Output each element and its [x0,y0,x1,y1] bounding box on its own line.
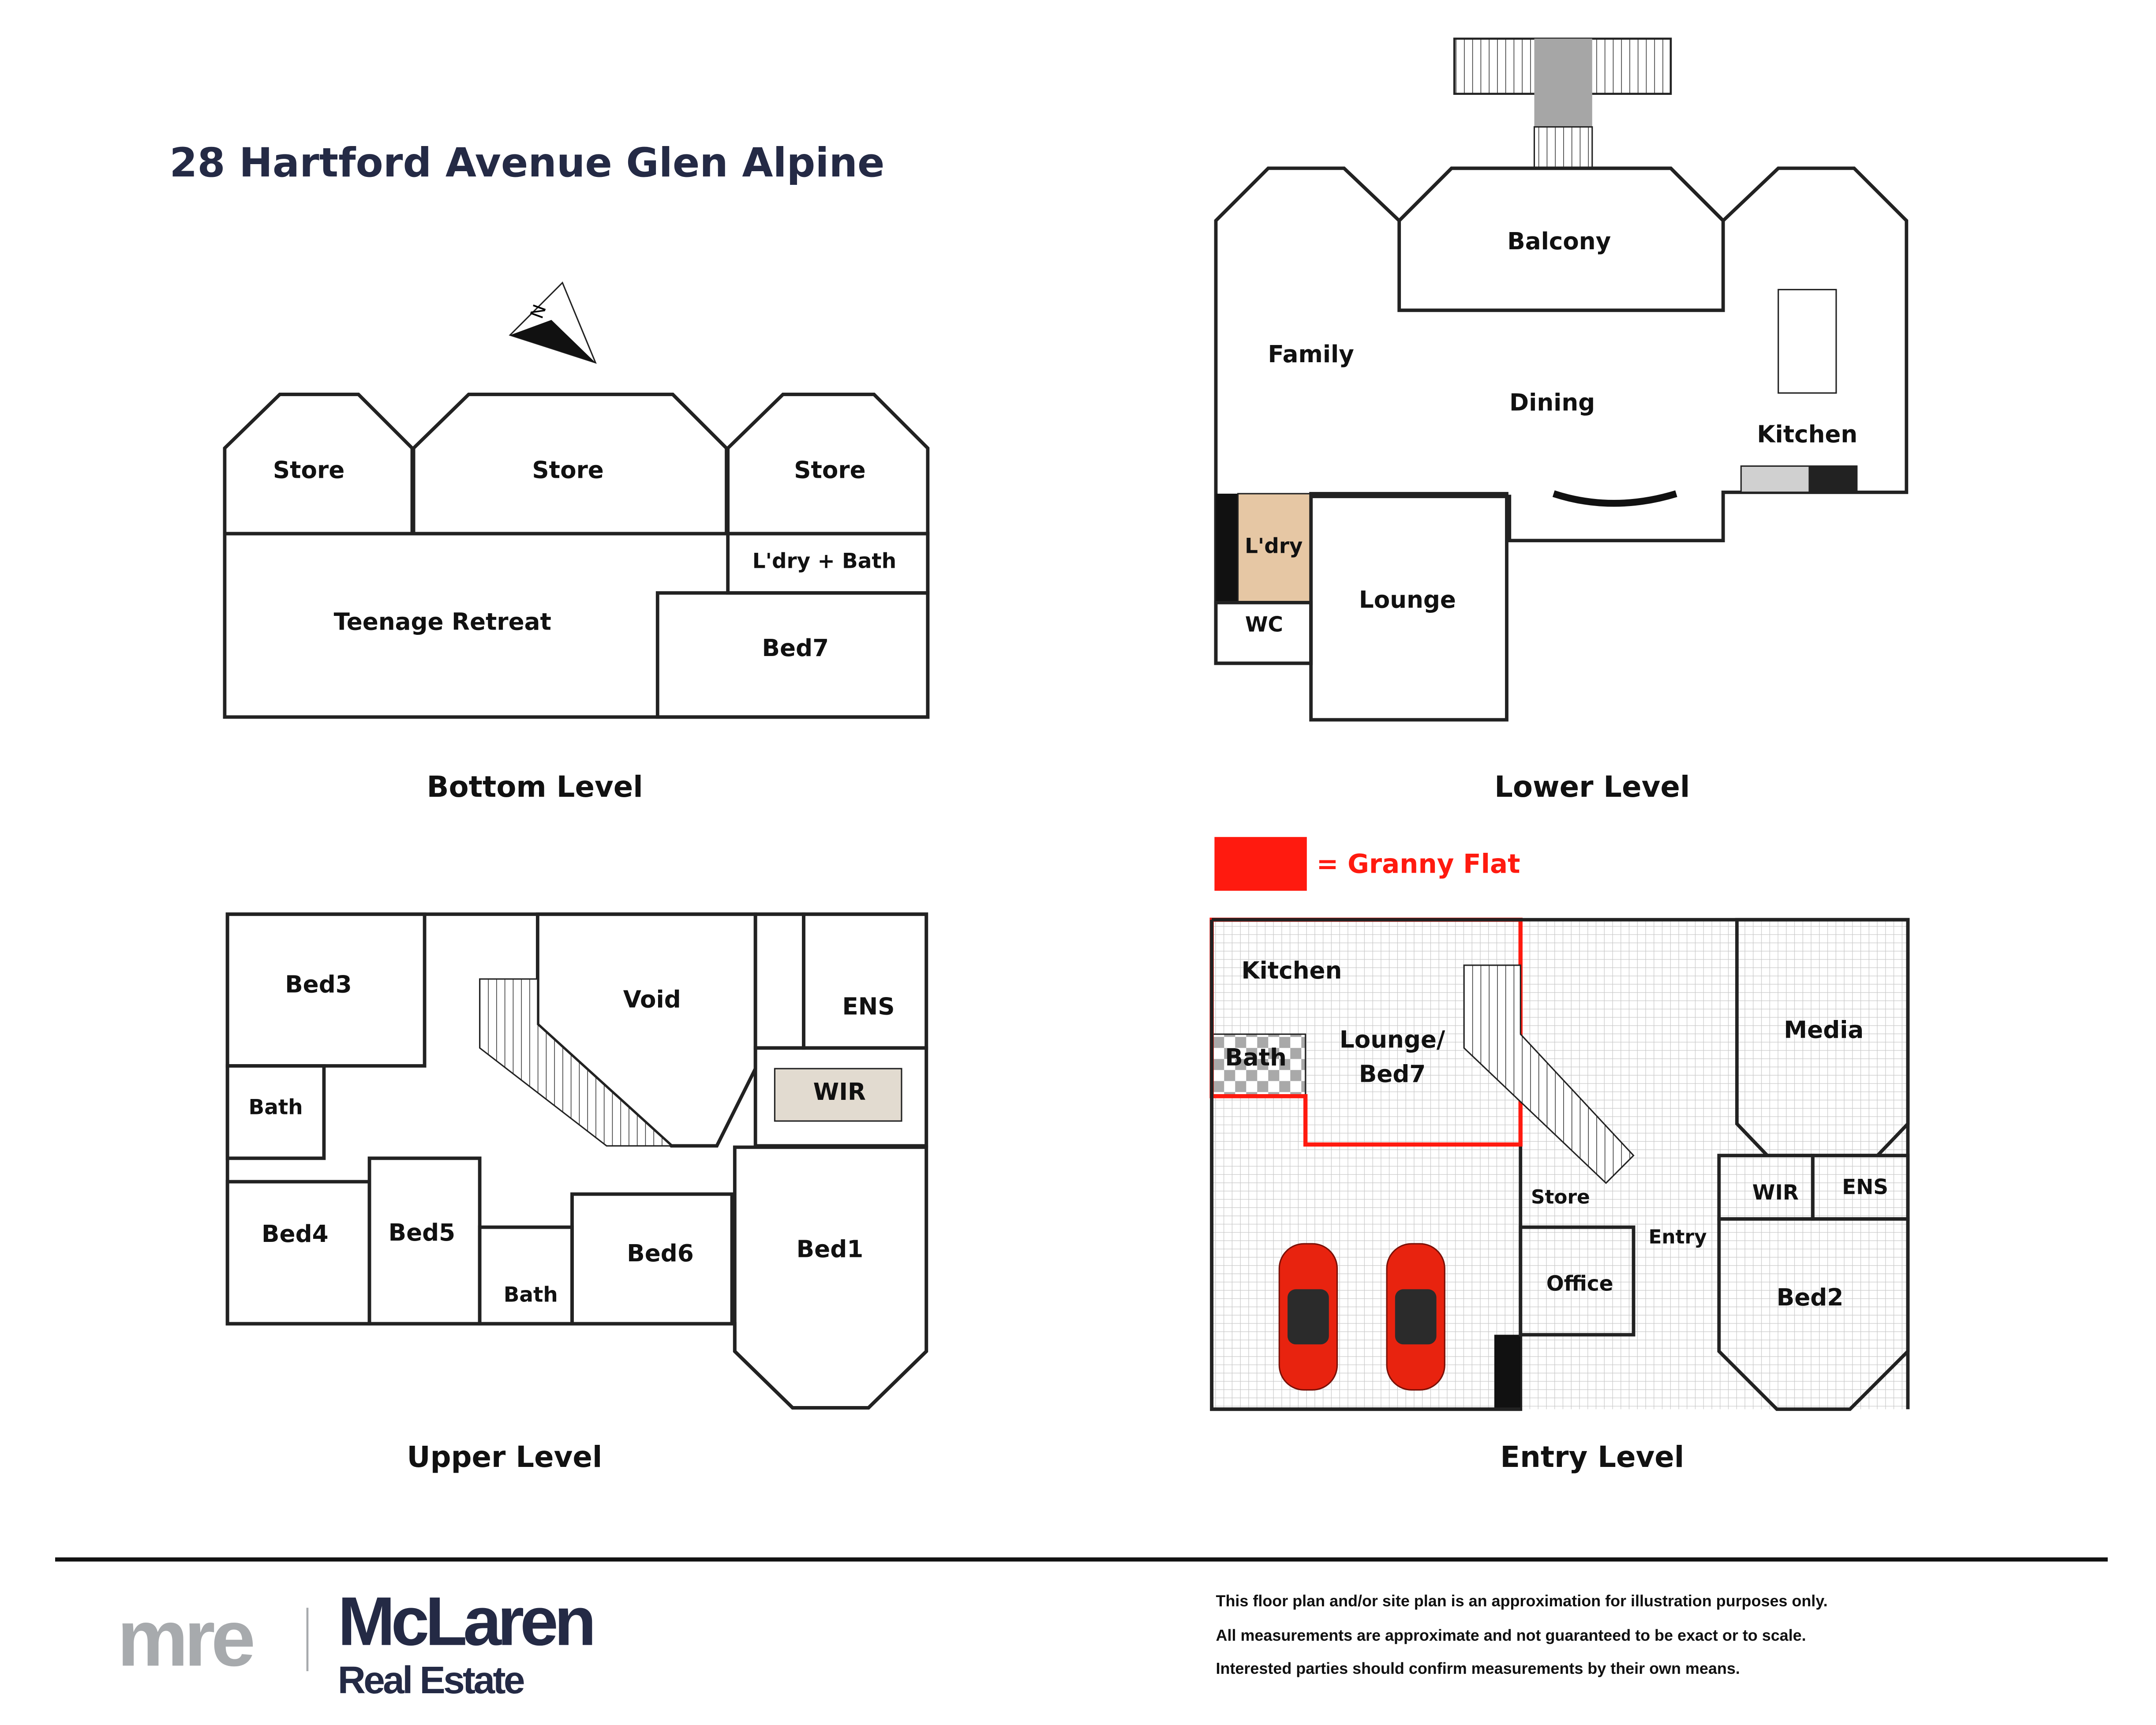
room-label: Bath [1225,1044,1287,1071]
room-label: Office [1546,1271,1613,1296]
room-label: WIR [1752,1181,1799,1205]
brand-subtitle: Real Estate [338,1658,524,1702]
brand-name: McLaren [338,1583,592,1660]
room-label: Kitchen [1757,420,1857,448]
room-label: Lounge/ [1340,1026,1445,1053]
logo-mark: mre [117,1594,253,1683]
property-title: 28 Hartford Avenue Glen Alpine [169,140,884,186]
north-arrow-icon: N [509,281,597,364]
room-label: Store [273,457,344,484]
room-label: Bed2 [1777,1284,1844,1311]
level-title: Entry Level [1500,1440,1684,1474]
room-label: Bath [249,1095,303,1119]
room-label: ENS [1842,1175,1888,1200]
room-label: ENS [842,993,895,1020]
bottom-level-plan: Store Store Store L'dry + Bath Teenage R… [223,393,930,719]
room-label: Balcony [1507,228,1611,255]
disclaimer-line: All measurements are approximate and not… [1216,1626,1806,1644]
legend-swatch [1214,837,1307,891]
disclaimer-line: Interested parties should confirm measur… [1216,1659,1740,1677]
room-label: WIR [813,1078,866,1106]
room-label: Void [623,986,681,1013]
disclaimer: This floor plan and/or site plan is an a… [1216,1592,1828,1677]
room-label: Family [1268,341,1354,368]
room-label: Bath [504,1282,558,1307]
room-label: Teenage Retreat [334,608,551,635]
granny-flat-legend: = Granny Flat [1214,837,1520,891]
room-label: Media [1784,1016,1864,1043]
room-label: Store [532,457,603,484]
room-label: Store [794,457,865,484]
room-label: Store [1531,1186,1590,1208]
room-label: Kitchen [1241,957,1342,984]
room-label: Bed3 [285,971,352,998]
room-label: WC [1245,613,1283,637]
room-label: Bed7 [1359,1061,1426,1088]
car-icon [1278,1243,1338,1391]
disclaimer-line: This floor plan and/or site plan is an a… [1216,1592,1828,1610]
room-label: Dining [1509,389,1595,416]
car-icon [1386,1243,1445,1391]
entry-level-plan: Kitchen Lounge/ Bed7 Bath Media WIR ENS … [1209,918,1910,1411]
level-title: Bottom Level [427,770,643,804]
company-logo: mre McLaren Real Estate [117,1583,596,1702]
room-label: Lounge [1359,586,1456,613]
room-label: Entry [1648,1226,1707,1249]
legend-label: = Granny Flat [1317,849,1520,879]
upper-level-plan: Bed3 Void ENS WIR Bath Bed4 Bed5 Bath Be… [225,912,928,1410]
room-label: Bed5 [389,1219,456,1246]
room-label: L'dry + Bath [752,549,896,574]
room-label: Bed1 [797,1235,864,1263]
lower-level-plan: Balcony Family Dining Kitchen L'dry WC L… [1214,38,1909,722]
room-label: Bed7 [762,634,829,662]
level-title: Upper Level [407,1440,602,1474]
room-label: L'dry [1245,534,1303,558]
room-label: Bed4 [262,1220,329,1248]
room-label: Bed6 [627,1240,694,1267]
level-title: Lower Level [1494,770,1690,804]
